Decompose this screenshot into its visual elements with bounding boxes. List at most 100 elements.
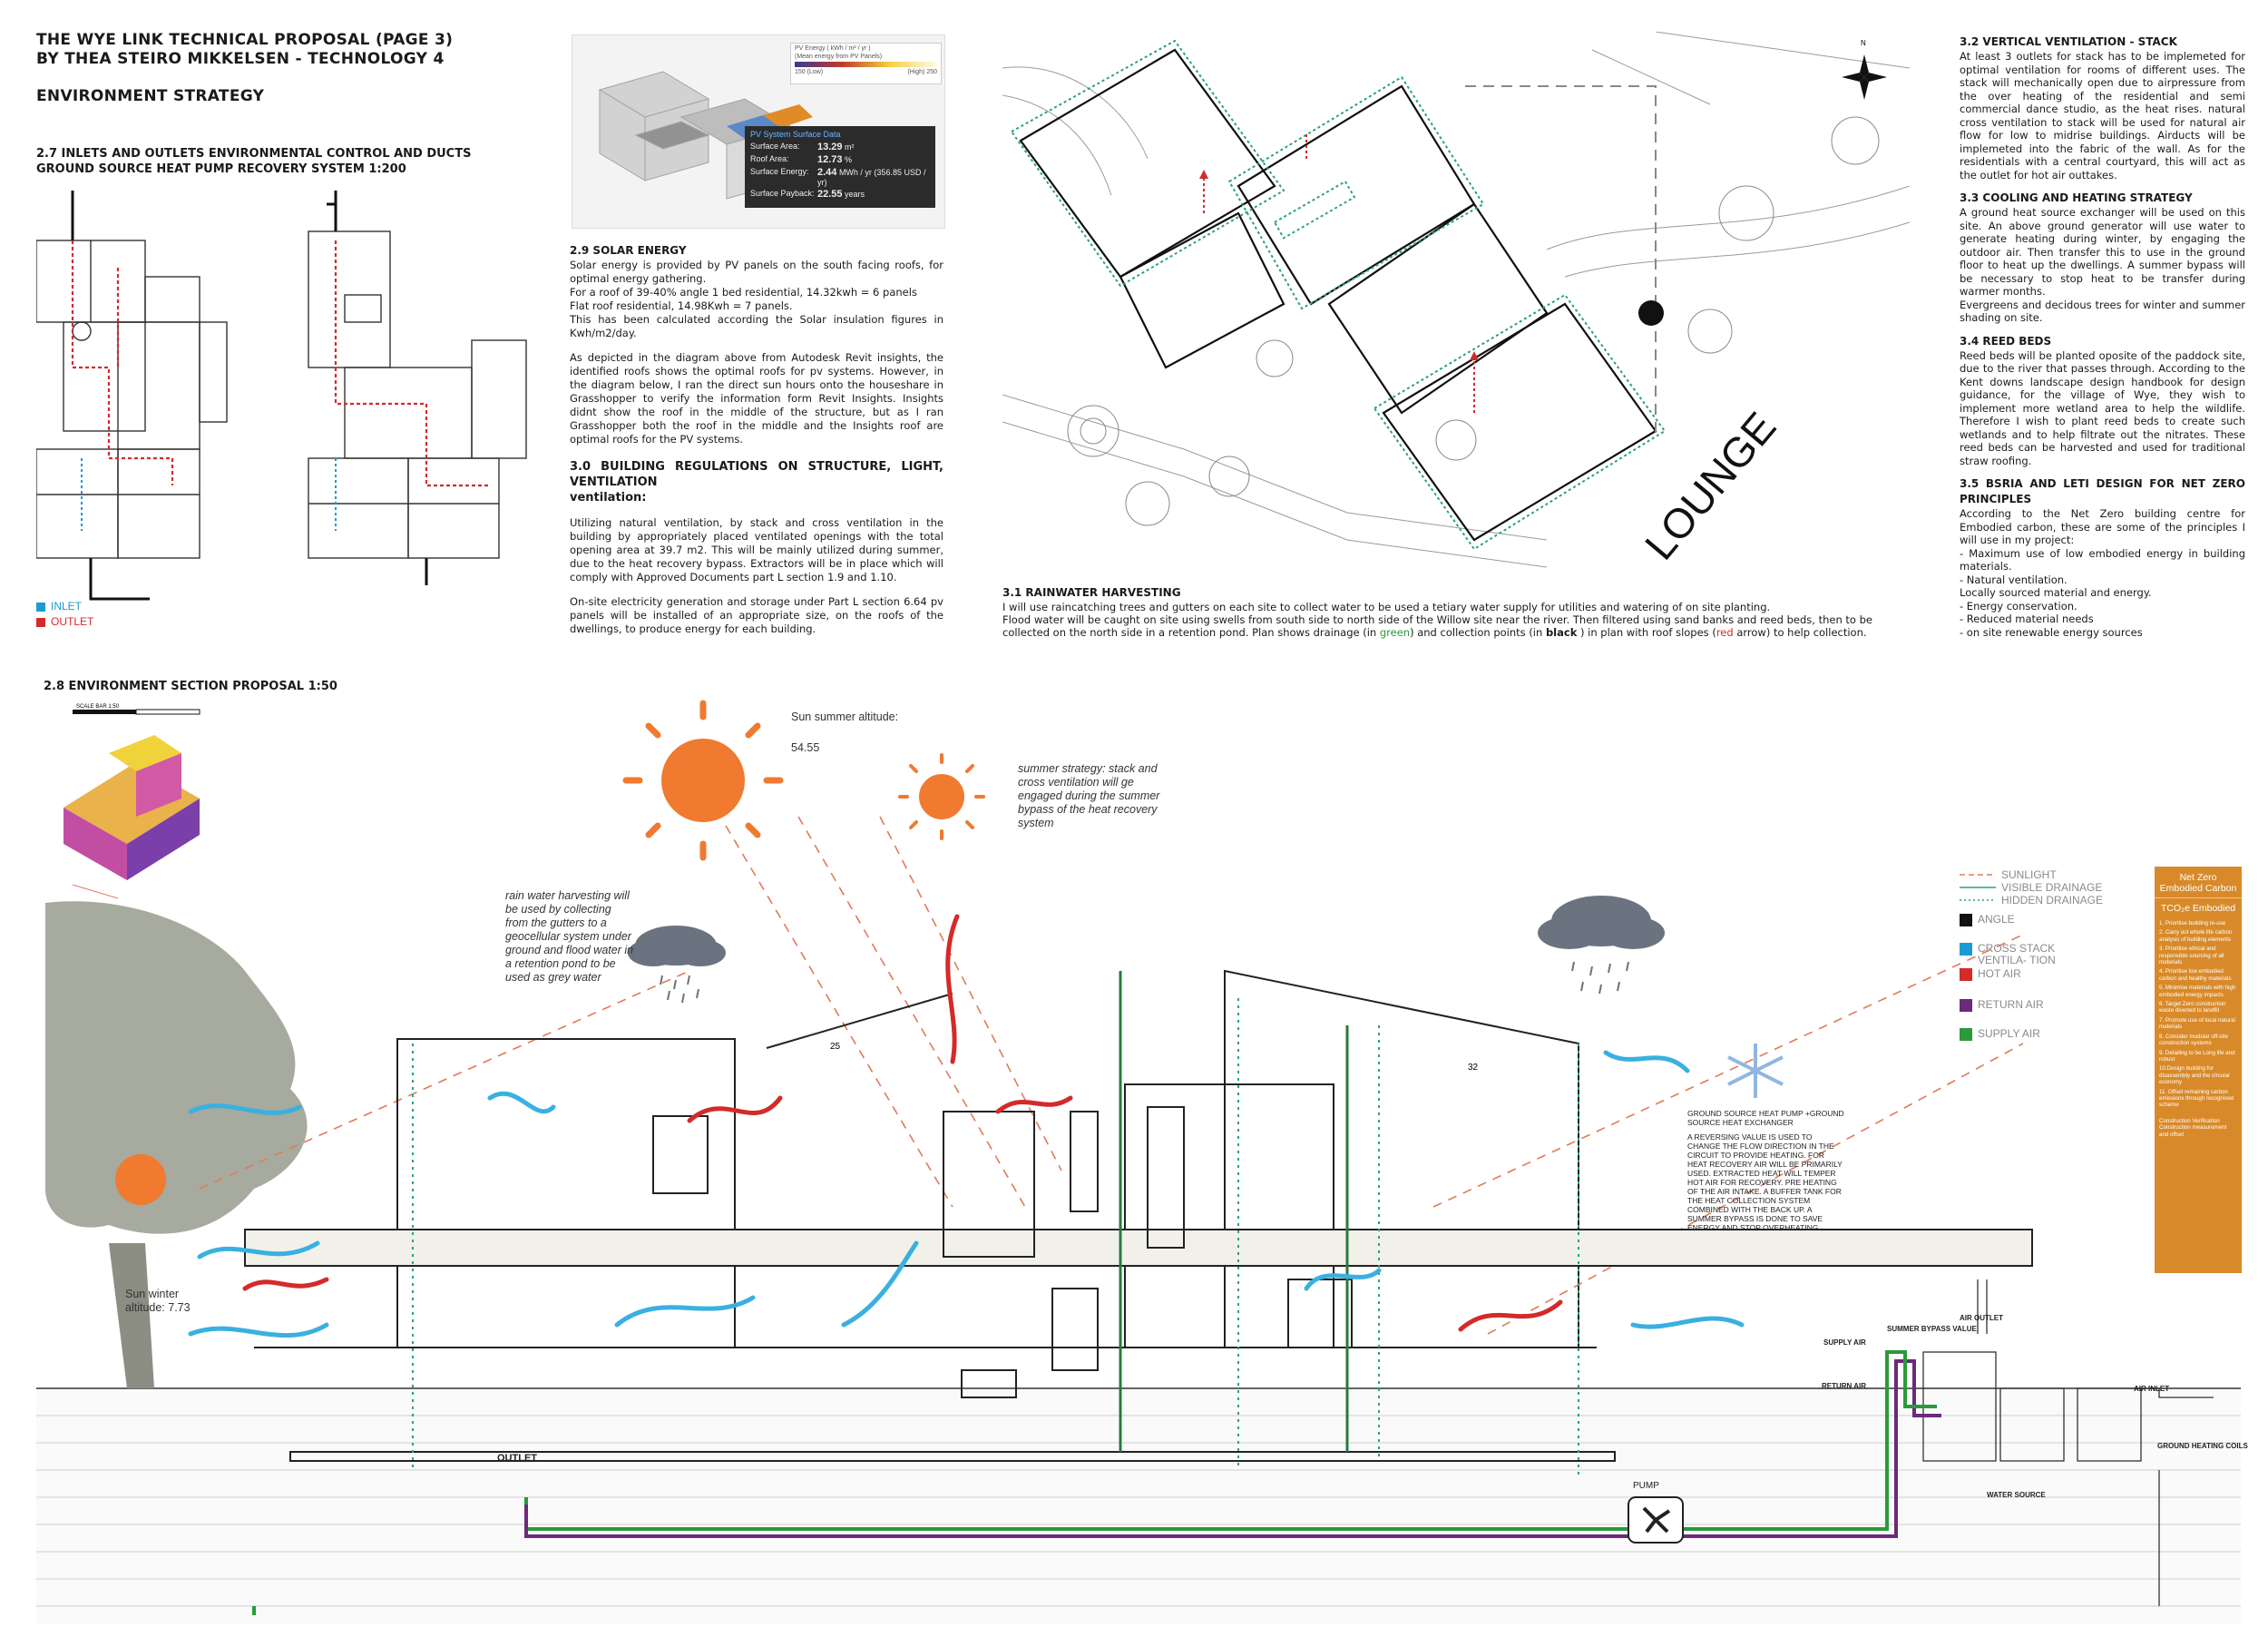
regs-p1: Utilizing natural ventilation, by stack … <box>570 516 943 583</box>
section-3-1-title: 3.1 RAINWATER HARVESTING <box>1002 586 1181 599</box>
sun-summer-value: 54.55 <box>791 741 819 754</box>
svg-text:SCALE BAR 1:50: SCALE BAR 1:50 <box>76 704 120 710</box>
section-3-5-body: According to the Net Zero building centr… <box>1960 507 2245 546</box>
net-zero-item: 2. Carry out whole life carbon analysis … <box>2159 929 2233 943</box>
sun-small-icon <box>898 753 985 840</box>
title-line-1: THE WYE LINK TECHNICAL PROPOSAL (PAGE 3) <box>36 31 454 49</box>
gshp-title: GROUND SOURCE HEAT PUMP +GROUND SOURCE H… <box>1687 1109 1844 1127</box>
outlet-label: OUTLET <box>497 1453 537 1464</box>
principle-item: Locally sourced material and energy. <box>1960 586 2152 599</box>
supply-air-label: SUPPLY AIR <box>1823 1338 1866 1347</box>
section-3-4-title: 3.4 REED BEDS <box>1960 334 2052 348</box>
section-3-3-body-2: Evergreens and decidous trees for winter… <box>1960 298 2245 325</box>
air-inlet-label: AIR INLET <box>2134 1385 2169 1393</box>
regs-p2: On-site electricity generation and stora… <box>570 595 943 635</box>
inlet-airflow-arrows <box>188 1050 1745 1338</box>
rain-line-3: collected on the north side in a retenti… <box>1002 626 1867 639</box>
building-section-outline <box>244 969 2033 1462</box>
pv-system-data-box: PV System Surface Data Surface Area:13.2… <box>745 126 935 208</box>
pv-box-title: PV System Surface Data <box>750 130 841 139</box>
page-title: THE WYE LINK TECHNICAL PROPOSAL (PAGE 3)… <box>36 31 453 106</box>
net-zero-list: 1. Prioritise building re-use 2. Carry o… <box>2155 918 2242 1140</box>
return-air-label: RETURN AIR <box>1822 1382 1866 1390</box>
gshp-body: A REVERSING VALUE IS USED TO CHANGE THE … <box>1687 1132 1843 1232</box>
net-zero-subtitle: TCO₂e Embodied <box>2160 903 2236 914</box>
outlet-airflow-arrows <box>242 914 1563 1332</box>
pv-energy-legend: PV Energy ( kWh / m² / yr ) (Mean energy… <box>790 43 942 84</box>
solar-p1: Solar energy is provided by PV panels on… <box>570 259 943 285</box>
net-zero-item: 10.Design building for disassembly and t… <box>2159 1065 2231 1086</box>
legend-hidden-drainage: HIDDEN DRAINAGE <box>1960 893 2104 907</box>
net-zero-footer: Construction Verification Construction m… <box>2159 1117 2227 1138</box>
net-zero-item: 6. Target Zero construction waste divert… <box>2159 1001 2226 1014</box>
net-zero-item: 4. Prioritise low embodied carbon and he… <box>2159 968 2232 982</box>
solar-p4: This has been calculated according the S… <box>570 313 943 339</box>
legend-return-air: RETURN AIR <box>1960 999 2141 1012</box>
pv-insight-render: PV Energy ( kWh / m² / yr ) (Mean energy… <box>572 34 945 229</box>
section-3-0-title: 3.0 BUILDING REGULATIONS ON STRUCTURE, L… <box>570 460 943 489</box>
summer-bypass-label: SUMMER BYPASS VALUE <box>1887 1325 1977 1333</box>
summer-strategy-note: summer strategy: stack and cross ventila… <box>1018 762 1160 829</box>
section-3-3-title: 3.3 COOLING AND HEATING STRATEGY <box>1960 191 2193 204</box>
air-outlet-label: AIR OUTLET <box>1960 1314 2003 1322</box>
sun-summer-label: Sun summer altitude: <box>791 711 898 723</box>
solar-p3: Flat roof residential, 14.98Kwh = 7 pane… <box>570 299 793 312</box>
north-arrow: N <box>1842 39 1887 100</box>
net-zero-item: 3. Prioritise ethical and responsible so… <box>2159 946 2224 966</box>
water-source-label: WATER SOURCE <box>1987 1491 2046 1499</box>
legend-cross-stack: CROSS STACK VENTILA- TION <box>1960 943 2141 966</box>
rain-harvesting-note: rain water harvesting will be used by co… <box>505 889 634 984</box>
principle-item: - Reduced material needs <box>1960 613 2094 625</box>
section-2-9-title: 2.9 SOLAR ENERGY <box>570 244 687 257</box>
pump-label: PUMP <box>1633 1481 1659 1491</box>
net-zero-item: 11. Offset remaining carbon emissions th… <box>2159 1088 2234 1109</box>
section-2-8-title: 2.8 ENVIRONMENT SECTION PROPOSAL 1:50 <box>44 680 337 693</box>
section-2-7-title: 2.7 INLETS AND OUTLETS ENVIRONMENTAL CON… <box>36 147 472 161</box>
principle-item: - Maximum use of low embodied energy in … <box>1960 546 2245 573</box>
net-zero-item: 7. Promote use of local natural material… <box>2159 1016 2235 1031</box>
net-zero-item: 1. Prioritise building re-use <box>2159 920 2226 926</box>
legend-hot-air: HOT AIR <box>1960 968 2141 981</box>
section-3-4-body: Reed beds will be planted oposite of the… <box>1960 348 2245 467</box>
section-3-2-title: 3.2 VERTICAL VENTILATION - STACK <box>1960 35 2177 48</box>
rain-line-1: I will use raincatching trees and gutter… <box>1002 601 1771 613</box>
section-2-7-subtitle: GROUND SOURCE HEAT PUMP RECOVERY SYSTEM … <box>36 162 406 176</box>
roof-angle-32: 32 <box>1468 1063 1479 1073</box>
environment-section-1-50: SCALE BAR 1:50 <box>36 700 2249 1624</box>
legend-supply-air: SUPPLY AIR <box>1960 1028 2141 1041</box>
sun-summer-icon <box>622 700 784 861</box>
section-3-1: 3.1 RAINWATER HARVESTING I will use rain… <box>1002 585 1910 639</box>
net-zero-panel: Net Zero Embodied Carbon TCO₂e Embodied … <box>2155 867 2242 1273</box>
roof-angle-25: 25 <box>830 1042 841 1052</box>
section-legend: SUNLIGHT VISIBLE DRAINAGE HIDDEN DRAINAG… <box>1960 868 2141 1041</box>
text-column-middle: 2.9 SOLAR ENERGY Solar energy is provide… <box>570 243 943 636</box>
section-2-7-heading: 2.7 INLETS AND OUTLETS ENVIRONMENTAL CON… <box>36 146 471 177</box>
gshp-note: GROUND SOURCE HEAT PUMP +GROUND SOURCE H… <box>1687 1109 1846 1232</box>
ground-coils-label: GROUND HEATING COILS <box>2157 1442 2249 1450</box>
tree-left <box>45 901 308 1388</box>
north-letter: N <box>1861 39 1866 47</box>
net-zero-item: 5. Minimise materials with high embodied… <box>2159 985 2236 998</box>
principle-item: - Energy conservation. <box>1960 599 2077 613</box>
sun-hours-3d-model <box>64 735 200 899</box>
rain-cloud-right <box>1538 896 1665 995</box>
principle-item: - on site renewable energy sources <box>1960 625 2143 639</box>
legend-sunlight: SUNLIGHT <box>1960 867 2057 881</box>
mechanical-plant <box>1922 1279 2214 1606</box>
solar-p2: For a roof of 39-40% angle 1 bed residen… <box>570 286 917 299</box>
pump-icon <box>1628 1496 1684 1544</box>
section-3-2-body: At least 3 outlets for stack has to be i… <box>1960 50 2245 181</box>
net-zero-item: 9. Detailing to be Long life and robust <box>2159 1049 2235 1063</box>
inlet-outlet-legend: INLET OUTLET <box>36 601 93 628</box>
rain-cloud-left <box>628 926 726 1004</box>
principle-item: - Natural ventilation. <box>1960 573 2068 586</box>
rain-line-2: Flood water will be caught on site using… <box>1002 613 1872 626</box>
section-3-3-body: A ground heat source exchanger will be u… <box>1960 206 2245 298</box>
legend-outlet: OUTLET <box>36 616 93 628</box>
floor-plans-1-200 <box>36 191 527 601</box>
sun-winter-value: altitude: 7.73 <box>125 1301 191 1314</box>
principles-list: - Maximum use of low embodied energy in … <box>1960 547 2245 640</box>
site-plan-drainage: LOUNGE N <box>1002 32 1910 585</box>
legend-inlet: INLET <box>36 601 93 613</box>
section-3-0-subtitle: ventilation: <box>570 491 647 505</box>
